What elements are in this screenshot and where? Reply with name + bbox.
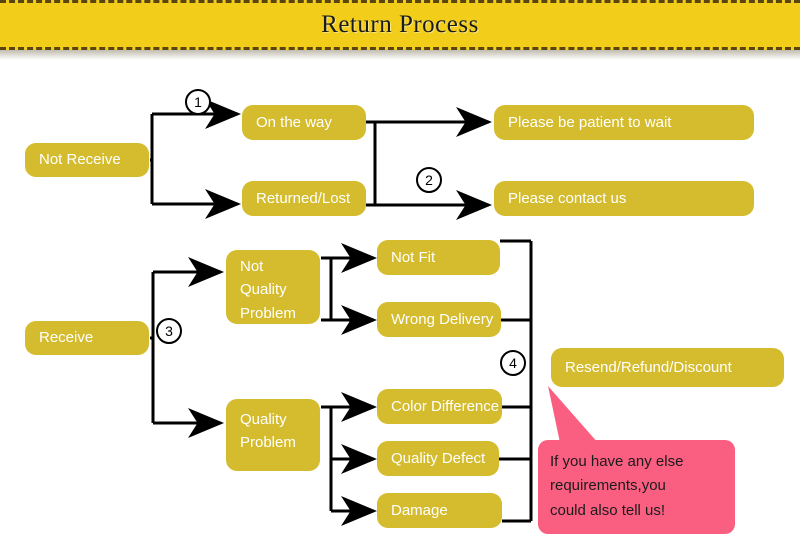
node-quality-problem[interactable]: Quality Problem bbox=[226, 399, 320, 471]
node-label: Please be patient to wait bbox=[508, 113, 672, 131]
node-label: Quality Problem bbox=[240, 411, 296, 452]
step-marker-4: 4 bbox=[500, 350, 526, 376]
node-color-difference[interactable]: Color Difference bbox=[377, 389, 502, 424]
step-marker-1: 1 bbox=[185, 89, 211, 115]
callout-line-1: If you have any else bbox=[550, 453, 684, 470]
node-please-wait[interactable]: Please be patient to wait bbox=[494, 105, 754, 140]
node-label: Quality Defect bbox=[391, 449, 486, 467]
node-resend-refund-discount[interactable]: Resend/Refund/Discount bbox=[551, 348, 784, 387]
node-not-receive[interactable]: Not Receive bbox=[25, 143, 149, 177]
step-marker-2: 2 bbox=[416, 167, 442, 193]
node-returned-lost[interactable]: Returned/Lost bbox=[242, 181, 366, 216]
node-wrong-delivery[interactable]: Wrong Delivery bbox=[377, 302, 501, 337]
page-title: Return Process bbox=[321, 11, 479, 38]
header-banner: Return Process bbox=[0, 0, 800, 50]
step-marker-3: 3 bbox=[156, 318, 182, 344]
step-label: 3 bbox=[165, 323, 173, 339]
node-label: Color Difference bbox=[391, 397, 500, 415]
step-label: 2 bbox=[425, 172, 433, 188]
step-label: 1 bbox=[194, 94, 202, 110]
node-quality-defect[interactable]: Quality Defect bbox=[377, 441, 499, 476]
node-label: On the way bbox=[256, 113, 332, 131]
node-not-quality-problem[interactable]: Not Quality Problem bbox=[226, 250, 320, 324]
node-label: Receive bbox=[39, 329, 94, 347]
node-label: Please contact us bbox=[508, 189, 627, 207]
node-label: Returned/Lost bbox=[256, 189, 351, 207]
node-please-contact[interactable]: Please contact us bbox=[494, 181, 754, 216]
banner-shadow bbox=[0, 50, 800, 60]
node-label: Damage bbox=[391, 501, 448, 519]
node-label: Not Quality Problem bbox=[240, 258, 296, 322]
node-label: Wrong Delivery bbox=[391, 310, 494, 328]
node-not-fit[interactable]: Not Fit bbox=[377, 240, 500, 275]
node-label: Resend/Refund/Discount bbox=[565, 358, 732, 376]
callout-line-3: could also tell us! bbox=[550, 501, 666, 519]
node-on-the-way[interactable]: On the way bbox=[242, 105, 366, 140]
callout-bubble: If you have any else requirements,you co… bbox=[538, 440, 735, 534]
node-label: Not Fit bbox=[391, 248, 436, 266]
node-label: Not Receive bbox=[39, 151, 121, 169]
step-label: 4 bbox=[509, 355, 517, 371]
node-receive[interactable]: Receive bbox=[25, 321, 149, 355]
node-damage[interactable]: Damage bbox=[377, 493, 502, 528]
callout-line-2: requirements,you bbox=[550, 477, 666, 495]
